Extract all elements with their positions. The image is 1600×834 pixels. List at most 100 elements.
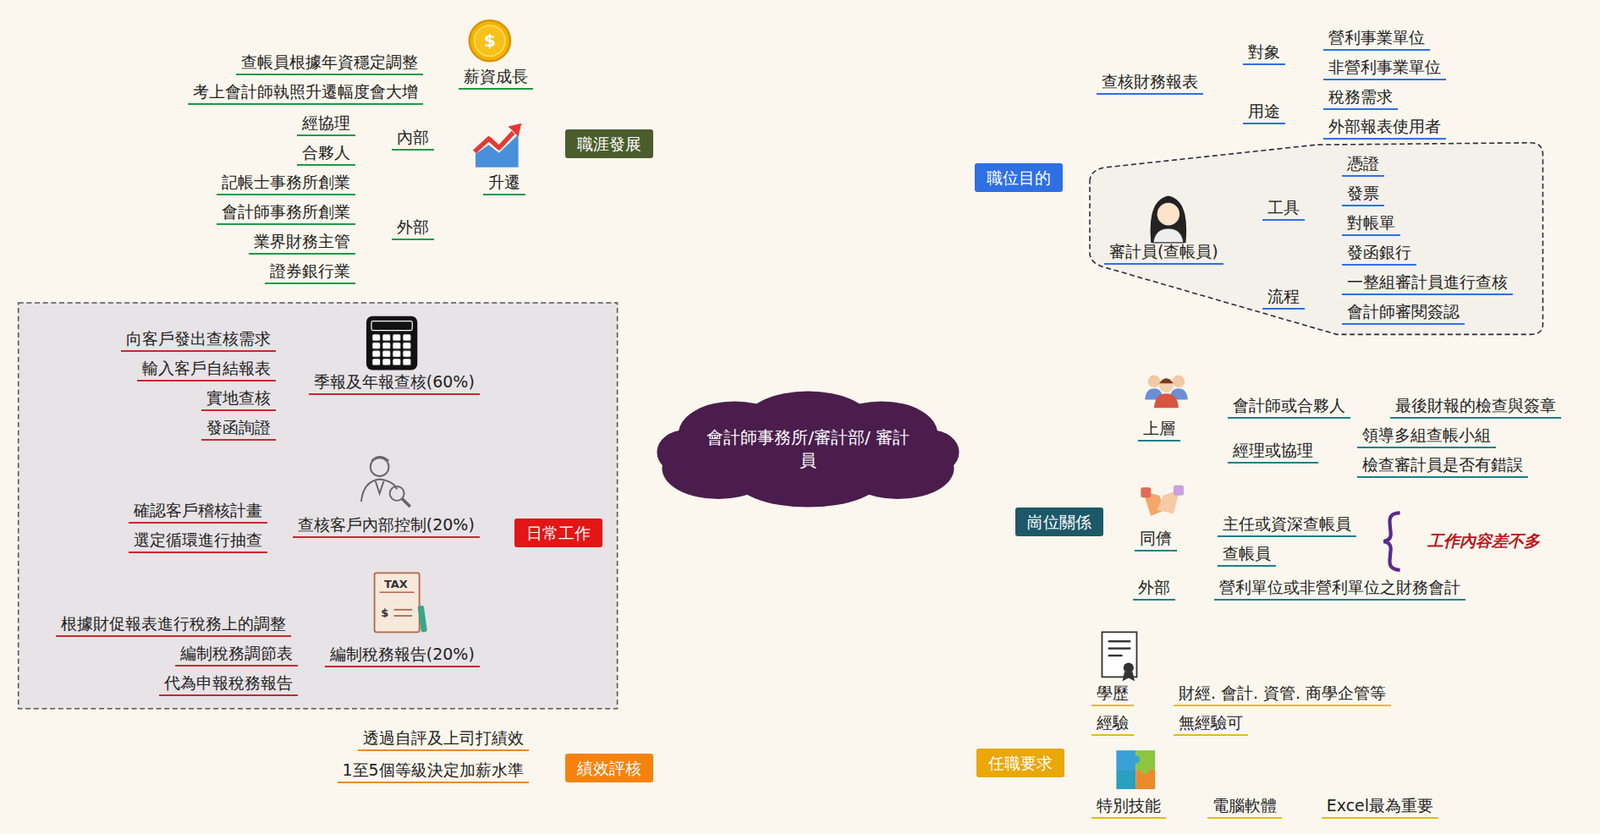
subtopic: 會計師事務所創業 (216, 201, 356, 226)
coin-icon (469, 20, 511, 61)
node-text: 升遷 (488, 171, 521, 193)
node-text: 用途 (1248, 100, 1281, 121)
subtopic: 確認客戶稽核計畫 (128, 500, 268, 524)
branch-box: 職涯發展 (565, 129, 654, 159)
subtopic: 會計師審閱簽認 (1341, 301, 1465, 325)
node-text: 透過自評及上司打績效 (362, 727, 524, 748)
cloud-shape (654, 389, 962, 510)
node-text: 薪資成長 (463, 65, 528, 87)
node-text: 選定循環進行抽查 (133, 529, 263, 550)
node-text: 日常工作 (526, 522, 591, 544)
node-text: 查核財務報表 (1101, 71, 1199, 92)
icon-glyph: TAX (384, 577, 408, 590)
node-text: 無經驗可 (1178, 712, 1243, 733)
diploma-icon (1101, 632, 1137, 682)
tax-document-icon (374, 572, 428, 633)
node-text: 同儕 (1139, 527, 1172, 549)
node-text: 會計師或合夥人 (1232, 395, 1346, 416)
subtopic: 營利單位或非營利單位之財務會計 (1214, 577, 1466, 601)
central-topic: 會計師事務所/審計部/ 審計員 (654, 389, 962, 510)
node-text: 向客戶發出查核需求 (126, 328, 271, 349)
node-text: 業界財務主管 (253, 230, 351, 252)
node-text: 輸入客戶自結報表 (142, 357, 271, 379)
node-text: 發函銀行 (1347, 241, 1412, 263)
node-text: 主任或資深查帳員 (1222, 513, 1352, 534)
subtopic: 發函銀行 (1341, 241, 1417, 266)
subtopic: 編制稅務報告(20%) (324, 643, 480, 668)
subtopic: 薪資成長 (458, 65, 534, 90)
node-text: 最後財報的檢查與簽章 (1395, 395, 1557, 416)
subtopic: 向客戶發出查核需求 (120, 328, 276, 352)
node-text: 任職要求 (988, 753, 1053, 774)
subtopic: 經驗 (1091, 712, 1134, 737)
daily-work-region (18, 302, 618, 710)
node-text: 查核客戶內部控制(20%) (297, 514, 475, 535)
subtopic: 合夥人 (296, 142, 356, 166)
subtopic: 財經. 會計. 資管. 商學企管等 (1173, 682, 1392, 707)
puzzle-icon (1116, 750, 1155, 790)
node-text: 學歷 (1096, 682, 1129, 704)
subtopic: 記帳士事務所創業 (216, 171, 356, 196)
calculator-icon (366, 316, 418, 371)
subtopic: 季報及年報查核(60%) (308, 371, 480, 396)
node-text: 對象 (1248, 41, 1281, 62)
subtopic: 外部 (1132, 577, 1176, 601)
node-text: 考上會計師執照升遷幅度會大增 (192, 81, 418, 102)
node-text: 根據財促報表進行稅務上的調整 (60, 613, 286, 634)
node-text: 查帳員根據年資穩定調整 (241, 51, 418, 72)
node-text: 憑證 (1347, 153, 1380, 174)
subtopic: 選定循環進行抽查 (128, 529, 268, 554)
subtopic: 審計員(查帳員) (1104, 241, 1224, 265)
node-text: 經驗 (1096, 712, 1129, 733)
subtopic: 非營利事業單位 (1323, 56, 1447, 81)
icon-glyph: $ (483, 30, 496, 51)
node-text: 外部 (1138, 577, 1171, 598)
subtopic: 用途 (1242, 100, 1286, 125)
subtopic: 證券銀行業 (264, 260, 356, 285)
subtopic: 無經驗可 (1173, 712, 1249, 737)
subtopic: 發票 (1341, 182, 1385, 207)
subtopic: 學歷 (1091, 682, 1134, 707)
branch-box: 任職要求 (976, 748, 1065, 778)
subtopic: 對帳單 (1341, 212, 1401, 237)
node-text: 審計員(查帳員) (1109, 241, 1219, 262)
subtopic: 工具 (1262, 197, 1305, 221)
subtopic: 編制稅務調節表 (175, 643, 298, 667)
subtopic: 營利事業單位 (1323, 27, 1430, 51)
node-text: 確認客戶稽核計畫 (133, 500, 263, 521)
node-text: 一整組審計員進行查核 (1347, 271, 1508, 292)
node-text: 實地查核 (206, 387, 271, 408)
node-text: 發函詢證 (206, 417, 271, 438)
peers-icon (1140, 485, 1184, 517)
subtopic: 查核客戶內部控制(20%) (292, 514, 480, 539)
node-text: 經理或協理 (1232, 439, 1314, 461)
subtopic: 根據財促報表進行稅務上的調整 (55, 613, 292, 638)
node-text: 對帳單 (1347, 212, 1396, 233)
inspector-icon (361, 456, 411, 507)
node-text: 編制稅務調節表 (180, 643, 293, 664)
subtopic: 內部 (391, 126, 435, 151)
node-text: 職涯發展 (577, 133, 642, 154)
subtopic: 查帳員 (1217, 543, 1276, 567)
branch-box: 績效評核 (565, 753, 654, 783)
node-text: Excel最為重要 (1326, 795, 1434, 816)
node-text: 發票 (1347, 182, 1380, 204)
branch-box: 職位目的 (974, 163, 1063, 193)
subtopic: 實地查核 (201, 387, 276, 412)
node-text: 代為申報稅務報告 (164, 672, 293, 693)
node-text: 稅務需求 (1328, 86, 1393, 107)
node-text: 電腦軟體 (1212, 795, 1277, 816)
node-text: 流程 (1267, 285, 1300, 307)
node-text: 會計師審閱簽認 (1347, 301, 1460, 322)
growth-chart-icon (474, 123, 522, 168)
node-text: 會計師事務所創業 (221, 201, 351, 222)
node-text: 財經. 會計. 資管. 商學企管等 (1178, 682, 1386, 704)
subtopic: 升遷 (483, 171, 526, 196)
subtopic: 透過自評及上司打績效 (357, 727, 529, 752)
node-text: 工具 (1267, 197, 1300, 218)
node-text: 崗位關係 (1027, 511, 1092, 533)
node-text: 營利事業單位 (1328, 27, 1425, 48)
subtopic: 輸入客戶自結報表 (137, 357, 276, 382)
subtopic: Excel最為重要 (1321, 795, 1439, 820)
node-text: 合夥人 (302, 142, 351, 163)
